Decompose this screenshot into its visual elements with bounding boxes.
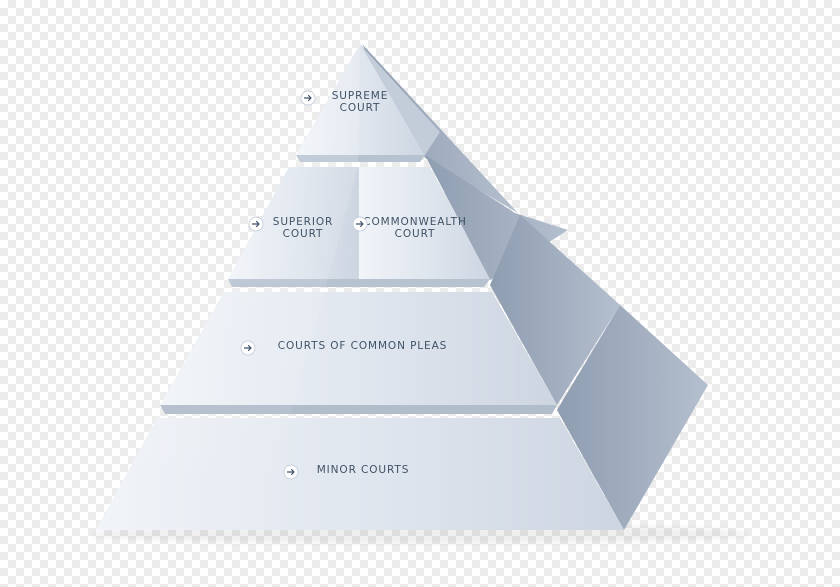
arrow-right-circle-icon (300, 90, 316, 106)
label-minor-courts[interactable]: MINOR COURTS (283, 464, 443, 480)
label-superior-line-2: COURT (282, 228, 324, 240)
label-commonwealth-line-2: COURT (394, 228, 436, 240)
arrow-right-circle-icon (240, 340, 256, 356)
side-face-minor (557, 305, 708, 530)
label-superior-court[interactable]: SUPERIOR COURT (248, 216, 358, 240)
face-sheen (96, 44, 360, 530)
label-commonwealth-line-1: COMMONWEALTH (363, 216, 467, 228)
arrow-right-circle-icon (283, 464, 299, 480)
label-courts-of-common-pleas[interactable]: COURTS OF COMMON PLEAS (240, 340, 485, 356)
label-commonwealth-court[interactable]: COMMONWEALTH COURT (352, 216, 478, 240)
arrow-right-circle-icon (248, 216, 264, 232)
label-supreme-court[interactable]: SUPREME COURT (300, 90, 420, 114)
arrow-right-circle-icon (352, 216, 368, 232)
label-minor-line-1: MINOR COURTS (316, 464, 410, 476)
label-supreme-line-2: COURT (339, 102, 381, 114)
tier-commonwealth-face[interactable] (358, 167, 490, 279)
label-superior-line-1: SUPERIOR (272, 216, 334, 228)
tier-supreme-ridge (360, 44, 440, 155)
label-common-pleas-line-1: COURTS OF COMMON PLEAS (277, 340, 448, 352)
side-face-supreme (362, 44, 518, 213)
side-face-common-pleas (490, 215, 620, 405)
label-supreme-line-1: SUPREME (331, 90, 389, 102)
